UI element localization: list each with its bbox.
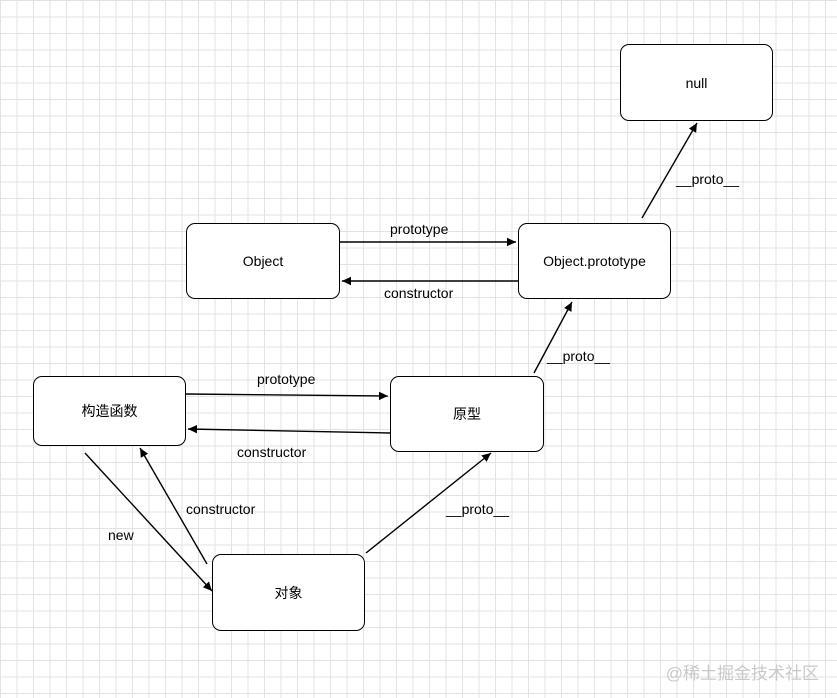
- node-object-prototype-label: Object.prototype: [543, 253, 646, 269]
- label-objproto-to-null: __proto__: [676, 171, 740, 187]
- node-prototype-label: 原型: [453, 406, 481, 422]
- label-new: new: [108, 527, 134, 543]
- watermark: @稀土掘金技术社区: [665, 664, 819, 683]
- edge-ctor-prototype: [185, 391, 389, 401]
- node-instance[interactable]: 对象: [212, 554, 365, 631]
- node-prototype[interactable]: 原型: [390, 376, 544, 452]
- edge-ctor-constructor: [187, 424, 391, 434]
- label-proto-to-objproto: __proto__: [547, 348, 611, 364]
- label-instance-proto: __proto__: [446, 501, 510, 517]
- node-null[interactable]: null: [620, 44, 773, 121]
- node-instance-label: 对象: [274, 584, 303, 601]
- node-object[interactable]: Object: [186, 223, 340, 299]
- label-instance-constructor: constructor: [186, 501, 256, 517]
- node-constructor-function[interactable]: 构造函数: [33, 376, 186, 446]
- node-null-label: null: [685, 74, 708, 91]
- edge-new: [84, 452, 213, 592]
- node-object-prototype[interactable]: Object.prototype: [518, 223, 671, 299]
- node-object-label: Object: [242, 253, 284, 269]
- label-object-prototype: prototype: [390, 221, 449, 237]
- label-object-constructor: constructor: [384, 285, 454, 301]
- label-ctor-prototype: prototype: [257, 371, 316, 387]
- node-constructor-function-label: 构造函数: [81, 403, 138, 419]
- label-ctor-constructor: constructor: [237, 444, 307, 460]
